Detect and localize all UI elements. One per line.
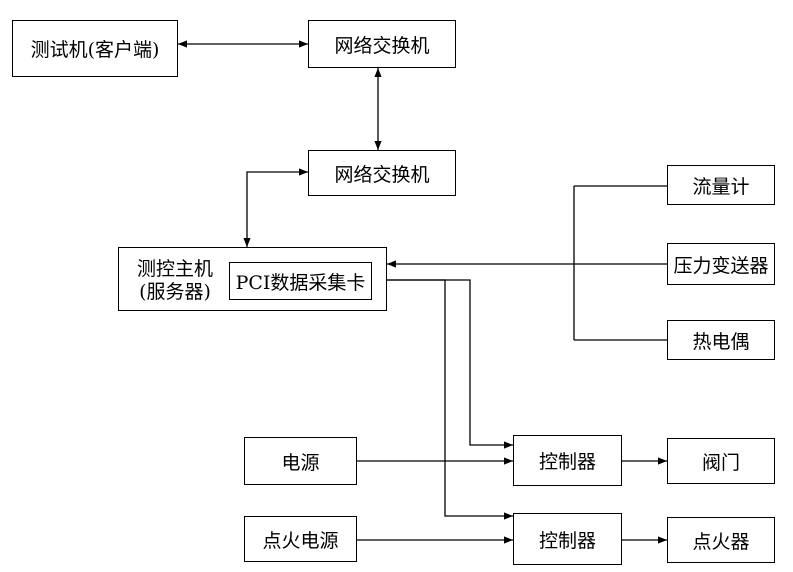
host-label-line2: (服务器) — [139, 281, 211, 303]
client-label: 测试机(客户端) — [30, 39, 160, 61]
daq-card-label: PCI数据采集卡 — [235, 271, 366, 294]
switch-top-box: 网络交换机 — [308, 20, 456, 68]
igniter-box: 点火器 — [667, 517, 775, 563]
link-host-controller-2 — [387, 279, 513, 520]
controller-2-label: 控制器 — [538, 529, 596, 552]
daq-card-box: PCI数据采集卡 — [229, 262, 372, 300]
ignition-power-label: 点火电源 — [262, 529, 339, 552]
client-box: 测试机(客户端) — [12, 20, 178, 77]
controller-1-box: 控制器 — [513, 435, 622, 486]
switch-mid-label: 网络交换机 — [334, 163, 430, 186]
controller-2-box: 控制器 — [513, 513, 622, 565]
valve-box: 阀门 — [667, 438, 775, 484]
power-box: 电源 — [244, 437, 357, 485]
thermocouple-label: 热电偶 — [692, 330, 750, 353]
thermocouple-box: 热电偶 — [667, 320, 775, 360]
host-label-line1: 测控主机 — [136, 258, 213, 280]
pressure-label: 压力变送器 — [673, 254, 769, 277]
switch-mid-box: 网络交换机 — [308, 150, 456, 196]
ignition-power-box: 点火电源 — [244, 516, 357, 562]
igniter-label: 点火器 — [692, 530, 750, 553]
switch-top-label: 网络交换机 — [334, 34, 430, 57]
power-label: 电源 — [281, 451, 320, 474]
pressure-box: 压力变送器 — [667, 243, 775, 285]
link-switch-host — [243, 168, 308, 247]
controller-1-label: 控制器 — [538, 451, 596, 473]
flowmeter-label: 流量计 — [692, 175, 750, 198]
flowmeter-box: 流量计 — [667, 165, 775, 205]
link-host-controller-1 — [387, 279, 513, 449]
valve-label: 阀门 — [701, 451, 740, 474]
